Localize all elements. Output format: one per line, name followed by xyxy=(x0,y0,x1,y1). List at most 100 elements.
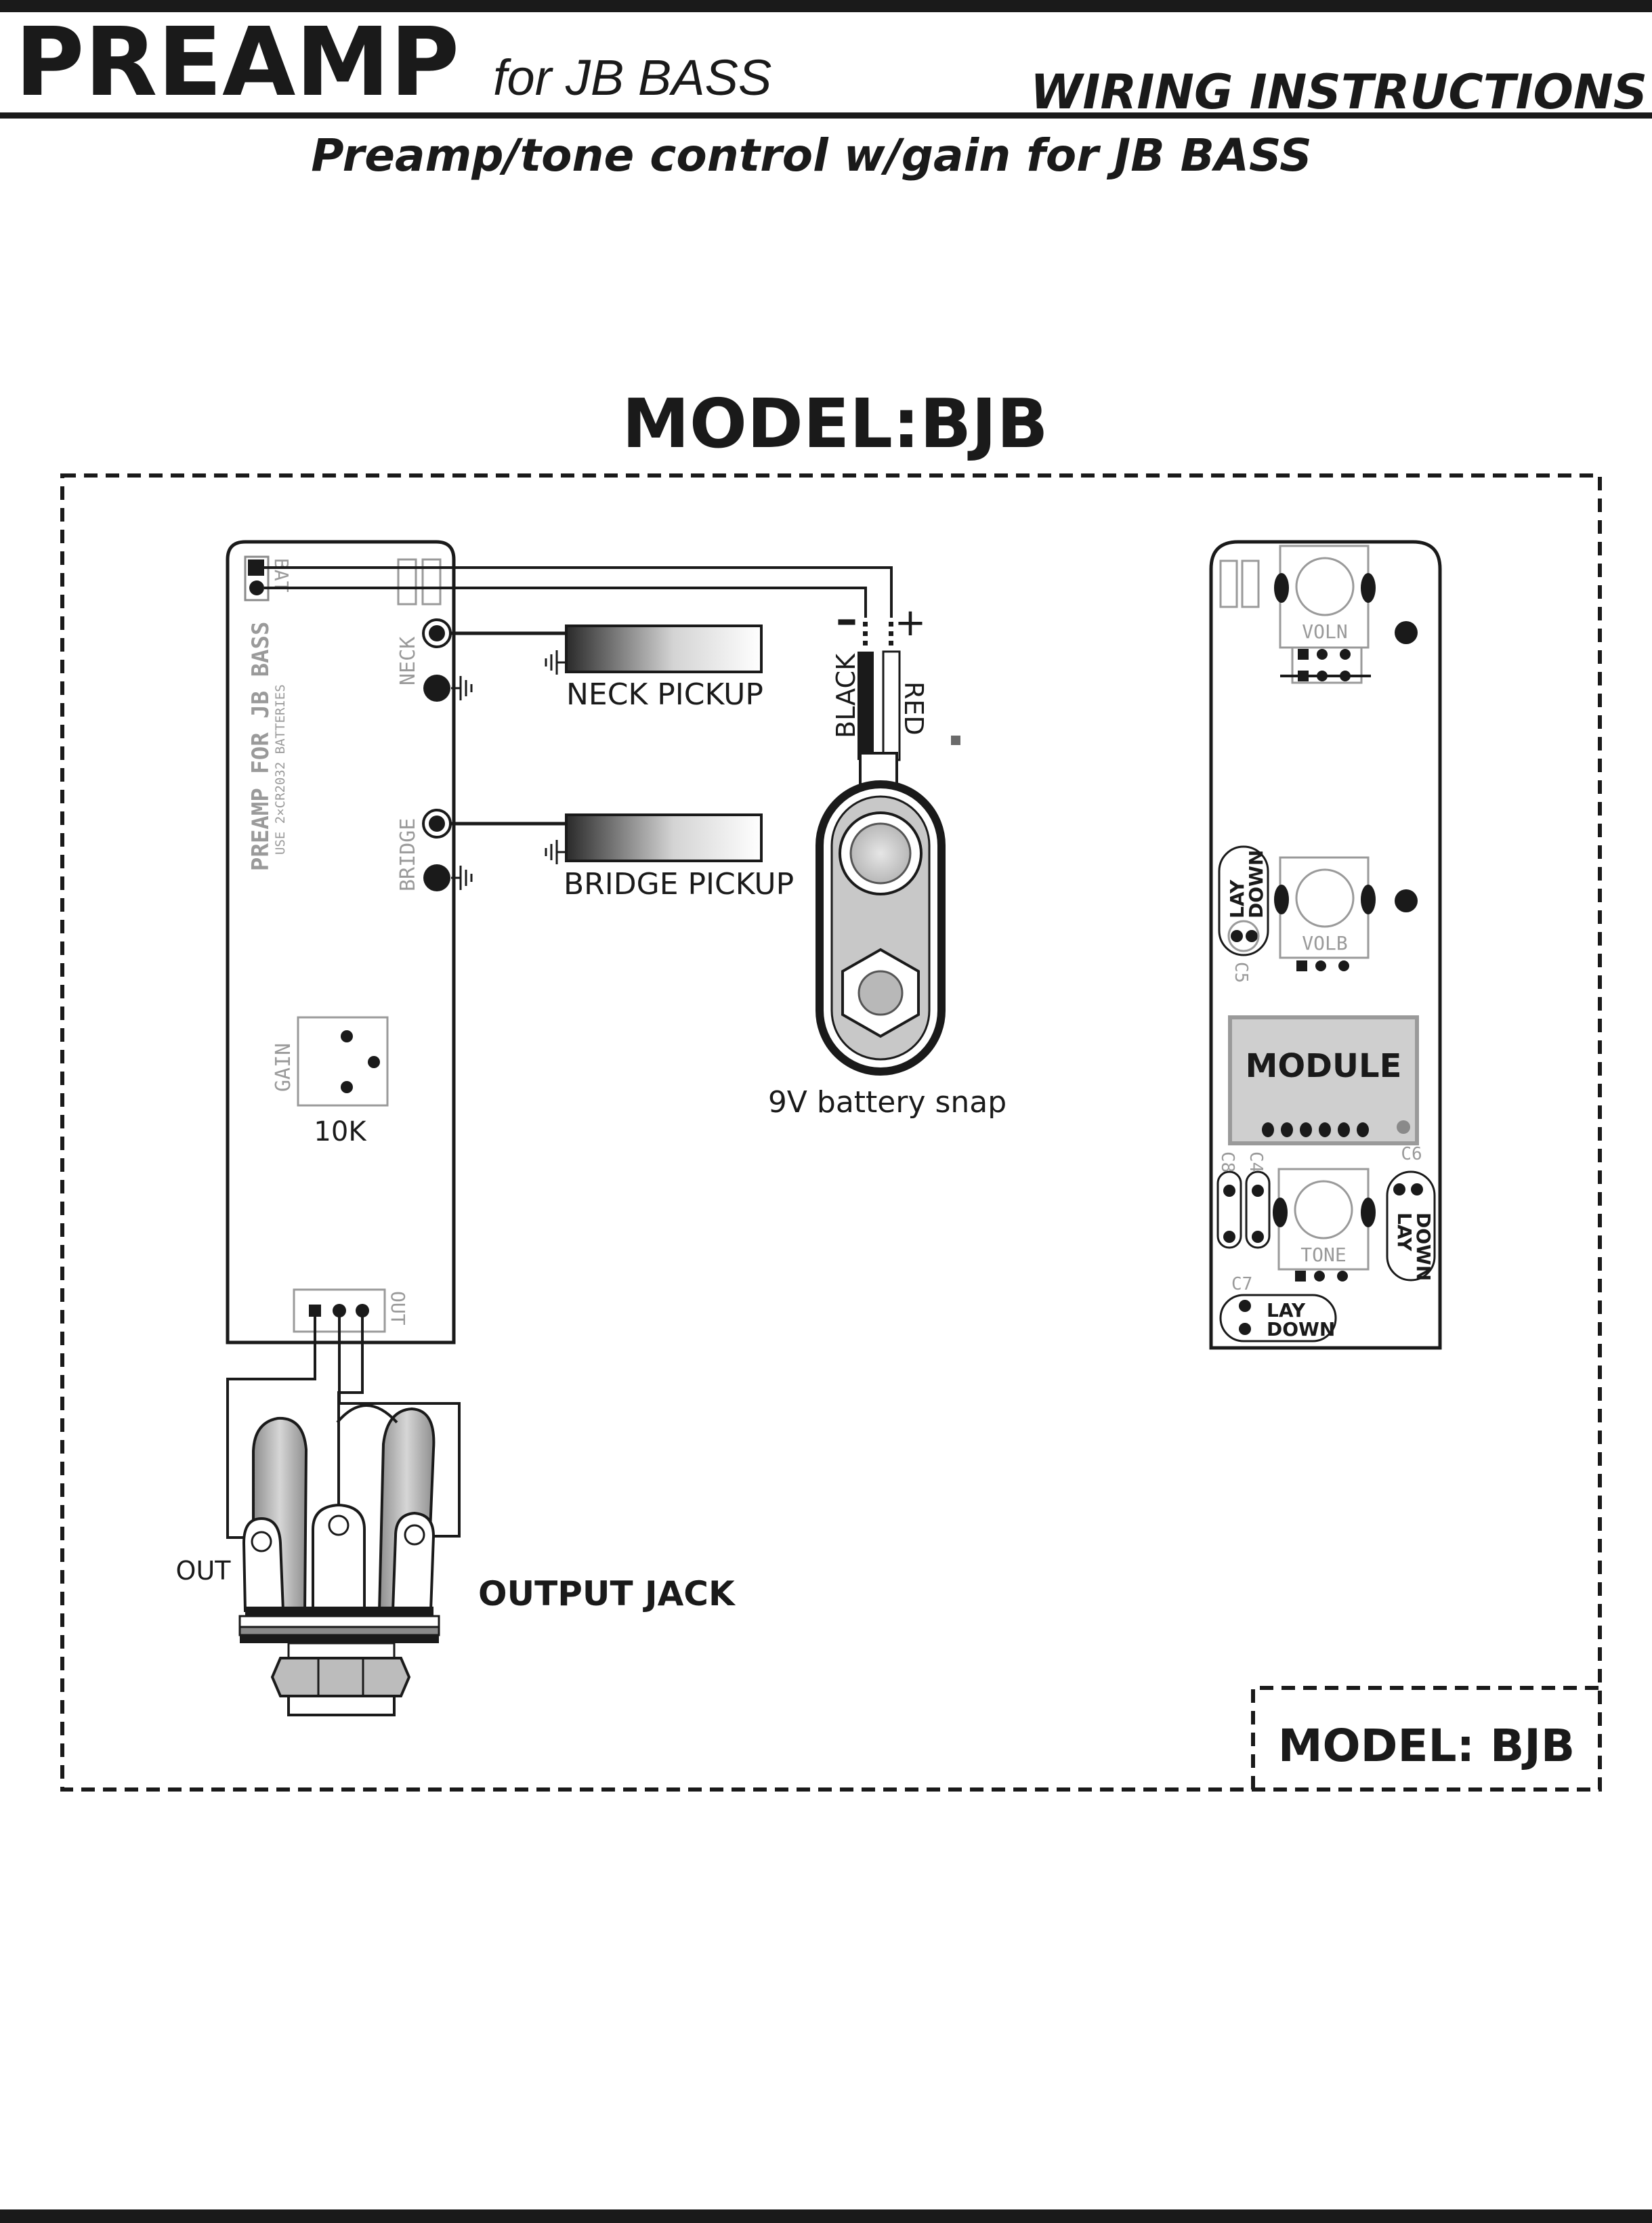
jack-ring-lug xyxy=(312,1503,366,1612)
jack-wires xyxy=(226,1317,461,1539)
bat-positive-pad[interactable] xyxy=(249,580,264,595)
bridge-pickup-body xyxy=(565,813,763,862)
subtitle: Preamp/tone control w/gain for JB BASS xyxy=(311,129,1311,182)
right-pcb: VOLN VOLB LAY DOWN C5 MODULE xyxy=(1209,540,1442,1350)
neck-pickup-body xyxy=(565,624,763,673)
gain-pin-3 xyxy=(341,1081,353,1093)
ground-symbol-bridge xyxy=(451,866,473,890)
c6-label: C6 xyxy=(1401,1144,1422,1164)
jack-bushing xyxy=(287,1642,396,1659)
jack-base-plate-4 xyxy=(240,1635,439,1643)
c8-capacitor-outline xyxy=(1216,1170,1242,1249)
tone-pot-shaft xyxy=(1294,1180,1353,1240)
voln-label: VOLN xyxy=(1302,620,1347,643)
volb-pot-shaft xyxy=(1295,868,1355,928)
jumper-pad-1 xyxy=(397,558,417,606)
bridge-ground-pad[interactable] xyxy=(423,864,450,891)
tone-label: TONE xyxy=(1300,1244,1346,1266)
jack-nut xyxy=(270,1657,411,1697)
out-pad-1[interactable] xyxy=(309,1305,321,1317)
bridge-pad-label: BRIDGE xyxy=(396,818,420,891)
output-jack xyxy=(238,1404,440,1716)
voln-pot-shaft xyxy=(1295,557,1355,616)
jack-base-plate-2 xyxy=(238,1615,440,1628)
battery-snap-caption: 9V battery snap xyxy=(768,1085,1007,1120)
pcb-silk-note: USE 2×CR2032 BATTERIES xyxy=(273,684,288,855)
c5-lay-label: LAY xyxy=(1226,879,1248,918)
bridge-hot-pad[interactable] xyxy=(429,816,445,832)
c6-lay-label: LAY xyxy=(1393,1212,1416,1252)
bridge-pickup xyxy=(450,813,763,864)
jack-ring-lug-hole xyxy=(328,1515,350,1536)
bat-pad-outline xyxy=(244,555,270,601)
battery-wires xyxy=(264,566,893,618)
snap-male-terminal xyxy=(857,970,904,1016)
battery-snap xyxy=(816,752,946,1076)
c7-down-label: DOWN xyxy=(1267,1318,1335,1340)
header-rule xyxy=(0,112,1652,119)
jack-thread xyxy=(287,1695,396,1716)
brand-title: PREAMP xyxy=(15,7,459,118)
out-pad-3[interactable] xyxy=(356,1304,369,1317)
c7-capacitor-outline xyxy=(1219,1294,1337,1342)
diagram-frame xyxy=(60,473,1602,1792)
red-lead xyxy=(882,650,901,761)
neck-pickup-label: NECK PICKUP xyxy=(566,677,763,712)
out-label: OUT xyxy=(387,1291,409,1326)
red-wire-label: RED xyxy=(899,681,929,736)
c5-capacitor-outline xyxy=(1218,845,1269,956)
gain-pin-1 xyxy=(341,1030,353,1042)
ground-symbol-neck xyxy=(451,676,473,700)
c6-capacitor-outline xyxy=(1386,1170,1436,1282)
c5-label: C5 xyxy=(1231,962,1251,983)
pcb-silk-name: PREAMP FOR JB BASS xyxy=(247,622,274,871)
bat-negative-pad[interactable] xyxy=(248,559,264,576)
model-box-frame xyxy=(1251,1686,1600,1790)
c7-lay-label: LAY xyxy=(1267,1299,1306,1321)
doc-type-label: WIRING INSTRUCTIONS xyxy=(1030,64,1647,120)
c7-label: C7 xyxy=(1231,1274,1252,1294)
neck-pad-label: NECK xyxy=(396,637,420,685)
model-box-label: MODEL: BJB xyxy=(1278,1720,1575,1772)
jack-base-plate-1 xyxy=(245,1607,433,1616)
left-pcb: BAT PREAMP FOR JB BASS USE 2×CR2032 BATT… xyxy=(226,540,456,1345)
volb-ground-pad xyxy=(1395,889,1418,912)
brand-suffix: for JB BASS xyxy=(493,49,771,106)
bridge-pickup-label: BRIDGE PICKUP xyxy=(564,867,794,902)
output-jack-caption: OUTPUT JACK xyxy=(478,1574,736,1613)
gain-trimmer-outline xyxy=(297,1016,389,1107)
battery-lead-wires xyxy=(857,650,901,761)
jack-base-plate-3 xyxy=(238,1626,440,1636)
c5-down-label: DOWN xyxy=(1245,850,1267,918)
bridge-pickup-ground-symbol xyxy=(545,840,566,864)
c4-label: C4 xyxy=(1246,1151,1266,1172)
voln-lug-left xyxy=(1274,573,1289,603)
module-label: MODULE xyxy=(1246,1047,1402,1085)
snap-female-terminal xyxy=(849,822,912,885)
battery-terminal-dots xyxy=(863,622,893,645)
jumper-pad-2 xyxy=(421,558,442,606)
stray-mark xyxy=(951,736,960,745)
jack-spring-arc xyxy=(336,1404,398,1424)
black-wire-label: BLACK xyxy=(831,653,861,738)
neck-pickup-ground-symbol xyxy=(545,650,566,675)
bottom-border-bar xyxy=(0,2209,1652,2223)
gain-value: 10K xyxy=(314,1116,367,1147)
neck-hot-pad[interactable] xyxy=(429,625,445,641)
jack-sleeve-lug-hole xyxy=(404,1524,425,1546)
jack-out-label: OUT xyxy=(176,1556,232,1586)
battery-minus-label: – xyxy=(836,595,857,645)
top-border-bar xyxy=(0,0,1652,12)
gain-pin-2 xyxy=(368,1056,380,1068)
c6-down-label: DOWN xyxy=(1412,1212,1435,1281)
voln-ground-pad xyxy=(1395,621,1418,644)
black-lead xyxy=(857,652,874,760)
neck-ground-pad[interactable] xyxy=(423,675,450,702)
neck-pickup xyxy=(450,624,763,675)
voln-lug-right xyxy=(1361,573,1376,603)
c8-label: C8 xyxy=(1217,1151,1237,1172)
battery-plus-label: + xyxy=(895,601,927,645)
module-block xyxy=(1228,1015,1419,1145)
out-pad-2[interactable] xyxy=(333,1304,346,1317)
